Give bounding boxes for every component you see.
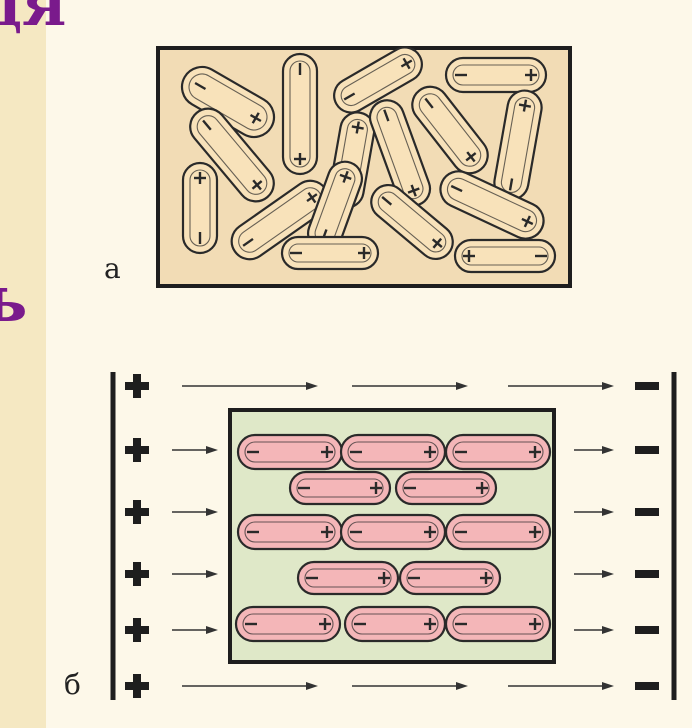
field-arrow-icon <box>508 682 614 690</box>
random-dipole-molecule <box>446 58 546 92</box>
aligned-dipole-molecule <box>345 607 445 641</box>
plate-plus-signs <box>125 374 149 698</box>
plus-sign-icon <box>125 374 149 398</box>
figure-b-label: б <box>64 668 81 701</box>
aligned-dipole-molecule <box>238 515 342 549</box>
minus-sign-icon <box>635 382 659 390</box>
minus-sign-icon <box>635 626 659 634</box>
field-arrow-icon <box>182 682 318 690</box>
aligned-dipole-molecule <box>341 515 445 549</box>
aligned-dipole-molecule <box>396 472 496 504</box>
aligned-dipole-molecule <box>238 435 342 469</box>
aligned-dipole-molecule <box>341 435 445 469</box>
field-arrow-icon <box>352 382 468 390</box>
aligned-dipole-molecule <box>290 472 390 504</box>
random-dipole-molecule <box>183 163 217 253</box>
figure-a-label: а <box>104 252 121 285</box>
random-dipole-molecule <box>283 54 317 174</box>
field-arrow-icon <box>574 570 614 578</box>
field-arrow-icon <box>574 446 614 454</box>
field-arrow-icon <box>574 626 614 634</box>
random-dipole-molecule <box>282 237 378 269</box>
minus-sign-icon <box>635 570 659 578</box>
field-arrow-icon <box>182 382 318 390</box>
field-arrow-icon <box>172 626 218 634</box>
plus-sign-icon <box>125 618 149 642</box>
aligned-dipole-molecule <box>446 515 550 549</box>
plus-sign-icon <box>125 674 149 698</box>
aligned-dipole-molecule <box>446 435 550 469</box>
plate-minus-signs <box>635 382 659 690</box>
minus-sign-icon <box>635 508 659 516</box>
field-arrow-icon <box>172 570 218 578</box>
minus-sign-icon <box>635 682 659 690</box>
aligned-dipole-molecule <box>446 607 550 641</box>
figure-b-molecules <box>236 435 550 641</box>
aligned-dipole-molecule <box>298 562 398 594</box>
field-arrow-icon <box>172 446 218 454</box>
plus-sign-icon <box>125 500 149 524</box>
aligned-dipole-molecule <box>400 562 500 594</box>
plus-sign-icon <box>125 562 149 586</box>
random-dipole-molecule <box>455 240 555 272</box>
field-arrow-icon <box>352 682 468 690</box>
aligned-dipole-molecule <box>236 607 340 641</box>
plus-sign-icon <box>125 438 149 462</box>
field-arrow-icon <box>574 508 614 516</box>
field-arrow-icon <box>172 508 218 516</box>
field-arrow-icon <box>508 382 614 390</box>
minus-sign-icon <box>635 446 659 454</box>
